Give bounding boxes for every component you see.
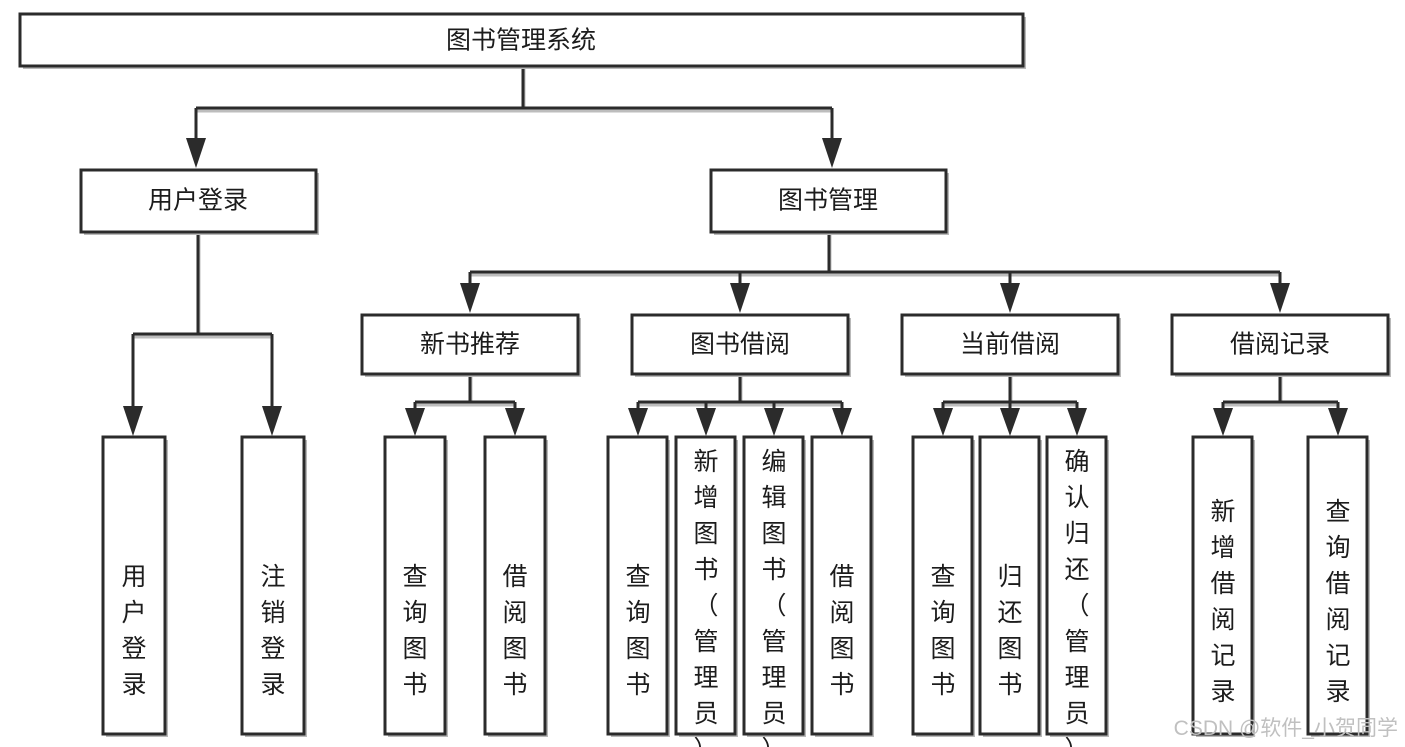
node-leaf-user-logout[interactable]: 注销登录 bbox=[240, 435, 307, 737]
node-current-borrow[interactable]: 当前借阅 bbox=[900, 313, 1121, 377]
node-label: 新增图书（管理员） bbox=[693, 448, 718, 747]
node-label: 借阅记录 bbox=[1230, 331, 1330, 359]
node-leaf-borrow-book-1[interactable]: 借阅图书 bbox=[483, 435, 548, 737]
arrow-head-icon bbox=[1000, 283, 1020, 313]
node-rect bbox=[101, 435, 167, 736]
arrow-head-icon bbox=[1270, 283, 1290, 313]
node-leaf-query-book-2[interactable]: 查询图书 bbox=[606, 435, 670, 737]
node-leaf-edit-book[interactable]: 编辑图书（管理员） bbox=[742, 435, 806, 747]
node-rect bbox=[383, 435, 447, 736]
arrow-head-icon bbox=[505, 408, 525, 436]
node-rect bbox=[742, 435, 805, 736]
node-leaf-query-book-1[interactable]: 查询图书 bbox=[383, 435, 448, 737]
node-leaf-return-book[interactable]: 归还图书 bbox=[978, 435, 1042, 737]
node-label: 编辑图书（管理员） bbox=[761, 448, 786, 747]
node-rect bbox=[630, 313, 850, 376]
node-leaf-query-record[interactable]: 查询借阅记录 bbox=[1306, 435, 1370, 737]
node-rect bbox=[606, 435, 669, 736]
node-label: 借阅图书 bbox=[502, 563, 527, 699]
node-leaf-add-record[interactable]: 新增借阅记录 bbox=[1191, 435, 1255, 737]
node-rect bbox=[18, 12, 1025, 68]
node-label: 注销登录 bbox=[260, 563, 285, 699]
arrow-head-icon bbox=[832, 408, 852, 436]
node-root[interactable]: 图书管理系统 bbox=[18, 12, 1026, 69]
arrow-head-icon bbox=[628, 408, 648, 436]
arrow-head-icon bbox=[460, 283, 480, 313]
node-user-login[interactable]: 用户登录 bbox=[79, 168, 319, 235]
node-label: 查询图书 bbox=[930, 563, 955, 699]
arrow-head-icon bbox=[1328, 408, 1348, 436]
node-rect bbox=[911, 435, 974, 736]
node-label: 当前借阅 bbox=[960, 331, 1060, 359]
node-label: 图书管理 bbox=[778, 187, 878, 215]
arrow-head-icon bbox=[822, 138, 842, 168]
node-book-manage[interactable]: 图书管理 bbox=[709, 168, 949, 235]
node-label: 查询图书 bbox=[402, 563, 427, 699]
node-rect bbox=[1170, 313, 1390, 376]
node-rect bbox=[1045, 435, 1108, 736]
arrow-head-icon bbox=[764, 408, 784, 436]
arrow-head-icon bbox=[1067, 408, 1087, 436]
arrow-head-icon bbox=[262, 406, 282, 436]
node-rect bbox=[978, 435, 1041, 736]
node-leaf-user-login[interactable]: 用户登录 bbox=[101, 435, 168, 737]
arrow-head-icon bbox=[186, 138, 206, 168]
node-label: 查询图书 bbox=[625, 563, 650, 699]
node-rect bbox=[1306, 435, 1369, 736]
node-label: 新书推荐 bbox=[420, 331, 520, 359]
node-borrow-record[interactable]: 借阅记录 bbox=[1170, 313, 1391, 377]
node-book-borrow[interactable]: 图书借阅 bbox=[630, 313, 851, 377]
node-rect bbox=[900, 313, 1120, 376]
arrow-head-icon bbox=[405, 408, 425, 436]
node-rect bbox=[709, 168, 948, 234]
node-label: 新增借阅记录 bbox=[1210, 498, 1235, 706]
arrow-head-icon bbox=[1213, 408, 1233, 436]
node-rect bbox=[674, 435, 737, 736]
node-leaf-query-book-3[interactable]: 查询图书 bbox=[911, 435, 975, 737]
node-label: 借阅图书 bbox=[829, 563, 854, 699]
arrow-head-icon bbox=[696, 408, 716, 436]
node-leaf-borrow-book-2[interactable]: 借阅图书 bbox=[810, 435, 874, 737]
node-label: 用户登录 bbox=[148, 187, 248, 215]
connector-layer bbox=[123, 66, 1348, 436]
arrow-head-icon bbox=[730, 283, 750, 313]
node-label: 查询借阅记录 bbox=[1325, 498, 1350, 706]
node-rect bbox=[483, 435, 547, 736]
node-rect bbox=[240, 435, 306, 736]
node-label: 图书管理系统 bbox=[446, 27, 596, 55]
arrow-head-icon bbox=[123, 406, 143, 436]
node-label: 归还图书 bbox=[997, 563, 1022, 699]
node-rect bbox=[360, 313, 580, 376]
node-new-book-rec[interactable]: 新书推荐 bbox=[360, 313, 581, 377]
node-label: 确认归还（管理员） bbox=[1064, 448, 1089, 747]
node-label: 用户登录 bbox=[121, 563, 146, 699]
arrow-head-icon bbox=[1000, 408, 1020, 436]
node-rect bbox=[810, 435, 873, 736]
csdn-watermark: CSDN @软件_小贺同学 bbox=[1174, 717, 1398, 740]
node-leaf-confirm-return[interactable]: 确认归还（管理员） bbox=[1045, 435, 1109, 747]
node-leaf-add-book[interactable]: 新增图书（管理员） bbox=[674, 435, 738, 747]
arrow-head-icon bbox=[933, 408, 953, 436]
node-label: 图书借阅 bbox=[690, 331, 790, 359]
node-rect bbox=[79, 168, 318, 234]
node-rect bbox=[1191, 435, 1254, 736]
